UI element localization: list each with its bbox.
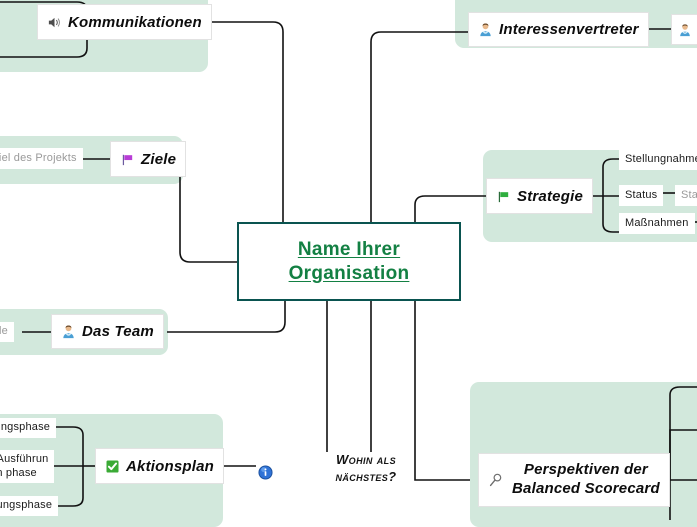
topic-label: Das Team: [82, 323, 154, 340]
person-icon: [61, 324, 76, 339]
flag-green-icon: [496, 189, 511, 204]
subtopic-ziel-des-projekts[interactable]: Ziel des Projekts: [0, 148, 83, 169]
subtopic-label: naltungsphase: [0, 499, 53, 512]
topic-strategie[interactable]: Strategie: [486, 178, 593, 214]
person-icon: [678, 23, 692, 37]
subtopic-stellungnahme[interactable]: Stellungnahme: [619, 149, 697, 170]
subtopic-aktionsplan-1[interactable]: ührungsphase: [0, 418, 57, 438]
topic-label: Strategie: [517, 187, 583, 205]
subtopic-label: Ziel des Projekts: [0, 151, 77, 164]
flag-purple-icon: [120, 152, 135, 167]
subtopic-status[interactable]: Status: [619, 185, 664, 206]
subtopic-label: Maßnahmen: [625, 216, 689, 229]
person-icon: [478, 22, 493, 37]
topic-label: Ziele: [141, 150, 177, 168]
central-topic-title: Name Ihrer Organisation: [288, 238, 410, 284]
topic-interessenvertreter[interactable]: Interessenvertreter: [468, 12, 649, 47]
subtopic-aktionsplan-3[interactable]: naltungsphase: [0, 496, 59, 516]
topic-ziele[interactable]: Ziele: [110, 141, 187, 177]
subtopic-team-rolle[interactable]: olle: [0, 322, 14, 342]
topic-das-team[interactable]: Das Team: [51, 314, 164, 349]
speaker-icon: [47, 15, 62, 30]
subtopic-status-child[interactable]: Sta: [675, 185, 697, 206]
subtopic-massnahmen[interactable]: Maßnahmen: [619, 213, 695, 234]
checkbox-green-icon: [105, 459, 120, 474]
subtopic-label: Sta: [681, 188, 697, 201]
subtopic-label: ührungsphase: [0, 421, 51, 434]
topic-label: Interessenvertreter: [499, 21, 639, 38]
topic-aktionsplan[interactable]: Aktionsplan: [95, 448, 225, 484]
topic-label: Aktionsplan: [126, 457, 215, 475]
subtopic-label: olle: [0, 325, 8, 338]
topic-kommunikationen[interactable]: Kommunikationen: [37, 4, 212, 40]
subtopic-label: Status: [625, 188, 658, 201]
topic-label: Kommunikationen: [68, 13, 202, 31]
central-topic[interactable]: Name Ihrer Organisation: [237, 222, 461, 301]
subtopic-label: Stellungnahme: [625, 152, 697, 165]
info-icon[interactable]: [258, 465, 273, 480]
magnifier-icon: [488, 472, 504, 488]
topic-interessenvertreter-child[interactable]: [671, 14, 697, 45]
